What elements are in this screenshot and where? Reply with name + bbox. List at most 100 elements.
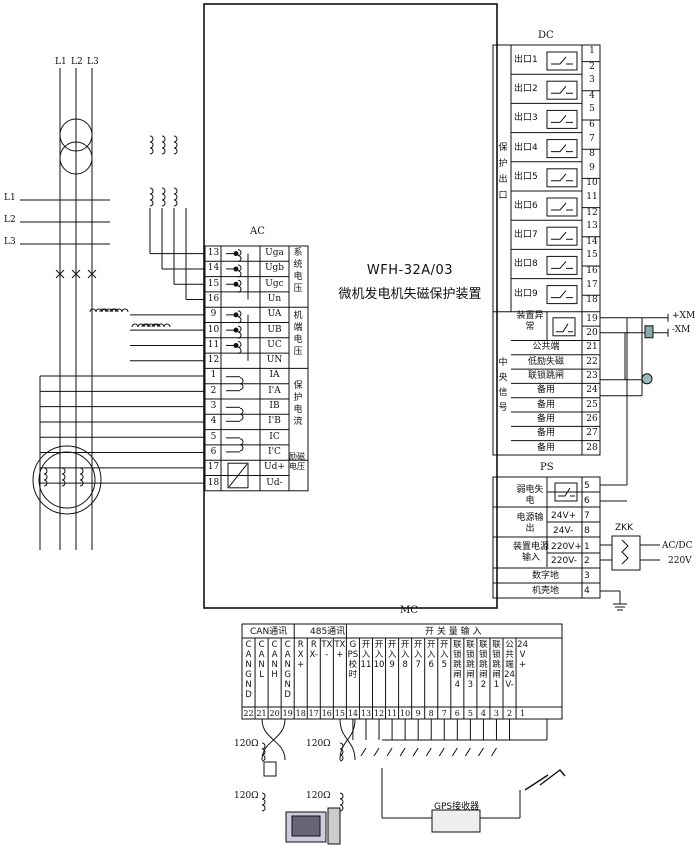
dc-signal-label-24: 备用 [536, 385, 555, 396]
transformer-primary-icon [59, 118, 93, 152]
ps-input-label: 装置电源输入 [512, 542, 549, 563]
dc-output-label-5: 出口5 [514, 171, 538, 182]
dc-term-5: 5 [589, 104, 595, 115]
relay-switch-icon [551, 202, 573, 211]
dc-term-13: 13 [586, 221, 598, 232]
dc-term-1: 1 [589, 46, 595, 56]
ps-digital-ground-num: 3 [584, 571, 590, 581]
ps-input-num-2: 2 [584, 556, 590, 566]
ac-terminal-label-13: Uga [265, 248, 284, 258]
mc-col-num-22: 22 [243, 709, 254, 718]
dc-signal-num-27: 27 [586, 428, 598, 439]
ac-terminal-label-16: Un [267, 293, 282, 304]
mc-section-label: MC [400, 605, 418, 616]
ac-terminal-num-5: 5 [210, 431, 217, 442]
line-l1-side: L1 [4, 193, 16, 203]
mc-col-label-3: 联锁跳闸1 [492, 640, 501, 690]
ac-internal-coil-icon [237, 340, 242, 354]
ps-input-v-220n: 220V- [551, 556, 578, 566]
mc-col-num-11: 11 [386, 709, 398, 718]
mc-col-num-5: 5 [467, 709, 473, 718]
ac-terminal-num-13: 13 [207, 248, 220, 258]
ps-section-label: PS [540, 462, 554, 473]
twisted-pair-0 [261, 718, 286, 761]
dc-signal-num-25: 25 [586, 399, 598, 410]
mc-col-label-15: TX+ [334, 640, 346, 660]
dc-term-14: 14 [586, 236, 598, 247]
dc-signal-num-23: 23 [586, 371, 598, 382]
mc-col-num-7: 7 [441, 709, 447, 718]
mc-col-num-20: 20 [269, 709, 280, 718]
ps-weak-label: 弱电失电 [516, 485, 544, 506]
mc-col-label-22: CANGND [245, 640, 252, 700]
dc-signal-num-22: 22 [586, 356, 598, 367]
line-l3-side: L3 [4, 237, 16, 247]
switch-contact-icon [399, 747, 406, 757]
relay-switch-icon [551, 85, 573, 94]
mc-col-num-2: 2 [506, 709, 513, 718]
generator-icon [32, 445, 102, 515]
dc-output-label-4: 出口4 [514, 142, 538, 153]
dc-term-15: 15 [586, 250, 598, 261]
mc-rs485-header: 485通讯 [310, 627, 346, 637]
dc-relay-contact-icon [546, 285, 578, 305]
dc-relay-contact-icon [546, 139, 578, 159]
ps-input-v-220p: 220V+ [551, 542, 582, 552]
ac-excitation-converter-icon [227, 462, 249, 489]
dc-term-4: 4 [589, 90, 595, 101]
zkk-label: ZKK [615, 523, 633, 533]
ac-terminal-label-10: UB [267, 324, 282, 335]
ac-terminal-num-14: 14 [207, 263, 220, 274]
pt-coil-icon [149, 187, 154, 207]
pc-screen-icon [291, 815, 321, 837]
switch-contact-icon [373, 747, 380, 757]
dc-term-10: 10 [586, 178, 598, 189]
device-name: 微机发电机失磁保护装置 [338, 287, 482, 302]
ps-weak-term-6: 6 [584, 496, 590, 506]
resistor-icon [339, 742, 344, 762]
ac-internal-coil-icon [237, 279, 242, 293]
zkk-breaker-icon [611, 535, 641, 571]
gps-satellite-icon [524, 769, 566, 791]
mc-col-label-13: 开入11 [360, 640, 372, 670]
relay-switch-icon [551, 173, 573, 182]
resistor-icon [261, 742, 266, 762]
mc-col-num-4: 4 [480, 709, 486, 718]
dc-output-label-1: 出口1 [514, 55, 538, 65]
mc-col-label-16: TX- [321, 640, 333, 660]
dc-output-label-3: 出口3 [514, 113, 538, 124]
mc-col-num-9: 9 [415, 709, 421, 718]
ac-group-excitation-voltage: 励磁电压 [289, 452, 305, 471]
ac-terminal-label-14: Ugb [264, 263, 285, 274]
mc-terminal-block [241, 623, 563, 720]
breaker-x-icon [71, 269, 81, 279]
junction-dot [233, 281, 239, 287]
dc-output-label-7: 出口7 [514, 230, 538, 241]
dc-signal-num-21: 21 [586, 342, 598, 353]
dc-output-label-6: 出口6 [514, 201, 538, 211]
ac-terminal-label-6: I'C [268, 446, 281, 457]
dc-term-3: 3 [589, 75, 595, 86]
dc-relay-contact-icon [546, 51, 578, 71]
mc-col-num-3: 3 [493, 709, 499, 718]
dc-signal-num-28: 28 [586, 442, 598, 453]
mc-col-num-16: 16 [321, 709, 332, 718]
ac-terminal-num-15: 15 [207, 278, 220, 289]
mc-col-num-13: 13 [360, 709, 372, 718]
junction-dot [233, 327, 239, 333]
twisted-pair-1 [339, 718, 356, 761]
dc-group-protection-output: 保护出口 [498, 143, 508, 201]
ac-terminal-num-9: 9 [210, 309, 217, 320]
ac-excitation-diag [228, 463, 248, 488]
ac-internal-coil-icon [237, 249, 242, 263]
line-l3-top: L3 [87, 57, 99, 67]
dc-group-central-signal: 中央信号 [498, 358, 508, 413]
ps-digital-ground: 数字地 [532, 571, 560, 581]
ps-output-num-8: 8 [584, 526, 590, 536]
dc-relay-contact-icon [546, 197, 578, 217]
transformer-secondary-icon [59, 141, 93, 175]
dc-term-7: 7 [589, 133, 595, 144]
pt-coil-icon [161, 135, 166, 155]
pt-coil-icon [173, 135, 178, 155]
junction-dot [233, 342, 239, 348]
